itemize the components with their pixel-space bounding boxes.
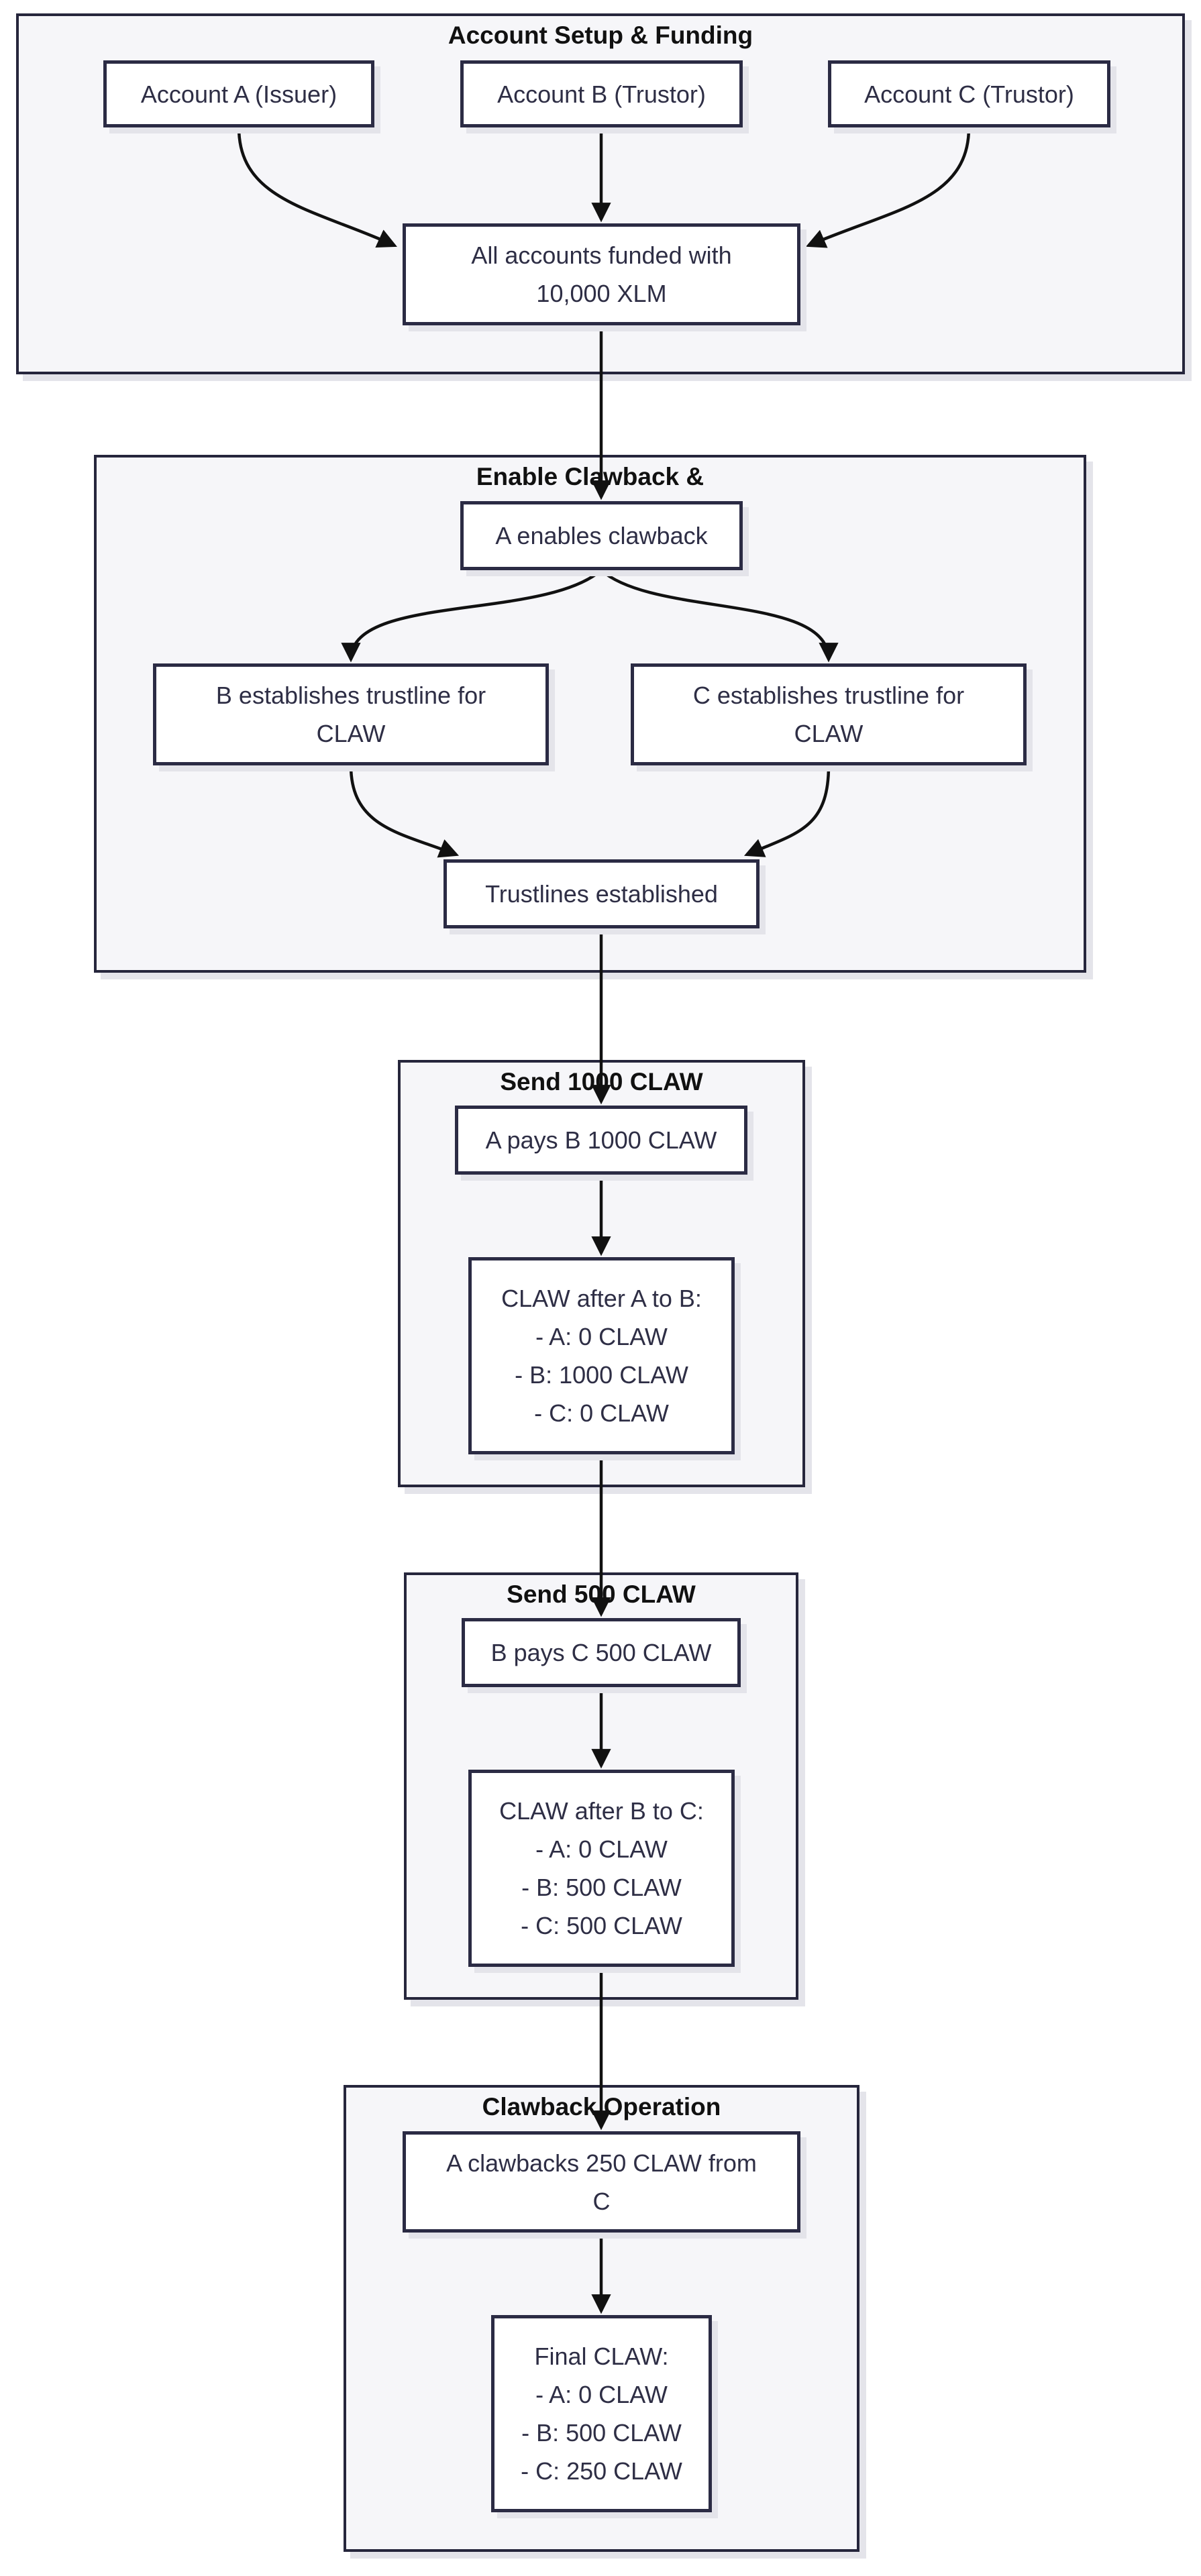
- node-account-c: Account C (Trustor): [828, 60, 1110, 127]
- node-account-a: Account A (Issuer): [103, 60, 374, 127]
- node-b-trustline-line1: B establishes trustline for: [215, 682, 486, 709]
- node-funded-line2: 10,000 XLM: [536, 280, 667, 307]
- node-clawback-op: A clawbacks 250 CLAW from C: [403, 2131, 800, 2233]
- node-after-ab-item-b: - B: 1000 CLAW: [515, 1361, 688, 1389]
- section-account-setup-title: Account Setup & Funding: [448, 21, 753, 49]
- node-after-ab-item-c: - C: 0 CLAW: [534, 1399, 669, 1427]
- node-account-c-label: Account C (Trustor): [864, 80, 1074, 108]
- node-clawback-op-line1: A clawbacks 250 CLAW from: [446, 2149, 757, 2177]
- node-pay-ab: A pays B 1000 CLAW: [455, 1106, 747, 1175]
- node-trustlines-established-label: Trustlines established: [485, 880, 718, 908]
- node-account-b-label: Account B (Trustor): [497, 80, 706, 108]
- node-funded-line1: All accounts funded with: [471, 241, 732, 269]
- node-after-bc-item-c: - C: 500 CLAW: [521, 1912, 682, 1939]
- node-c-trustline: C establishes trustline for CLAW: [631, 663, 1027, 765]
- node-enable-clawback-label: A enables clawback: [495, 522, 708, 549]
- node-account-b: Account B (Trustor): [460, 60, 743, 127]
- node-after-bc-title: CLAW after B to C:: [499, 1797, 704, 1825]
- node-b-trustline-line2: CLAW: [316, 720, 386, 747]
- node-after-ab: CLAW after A to B: - A: 0 CLAW - B: 1000…: [468, 1257, 735, 1454]
- node-after-bc-item-b: - B: 500 CLAW: [521, 1874, 682, 1901]
- node-c-trustline-line2: CLAW: [794, 720, 864, 747]
- node-final-item-c: - C: 250 CLAW: [521, 2457, 682, 2485]
- node-after-ab-title: CLAW after A to B:: [501, 1285, 702, 1312]
- node-account-a-label: Account A (Issuer): [140, 80, 337, 108]
- node-after-ab-item-a: - A: 0 CLAW: [535, 1323, 668, 1350]
- node-b-trustline: B establishes trustline for CLAW: [153, 663, 549, 765]
- section-send-500-claw-title: Send 500 CLAW: [507, 1580, 696, 1608]
- section-send-1000-claw-title: Send 1000 CLAW: [500, 1068, 703, 1095]
- node-final-title: Final CLAW:: [534, 2343, 669, 2370]
- node-pay-ab-label: A pays B 1000 CLAW: [485, 1126, 717, 1154]
- node-after-bc: CLAW after B to C: - A: 0 CLAW - B: 500 …: [468, 1770, 735, 1967]
- section-enable-clawback-title: Enable Clawback &: [476, 463, 704, 490]
- node-final-item-b: - B: 500 CLAW: [521, 2419, 682, 2447]
- node-c-trustline-line1: C establishes trustline for: [692, 682, 965, 709]
- node-clawback-op-line2: C: [592, 2187, 611, 2215]
- node-final-item-a: - A: 0 CLAW: [535, 2381, 668, 2408]
- node-after-bc-item-a: - A: 0 CLAW: [535, 1835, 668, 1863]
- node-pay-bc-label: B pays C 500 CLAW: [490, 1639, 712, 1666]
- node-pay-bc: B pays C 500 CLAW: [462, 1618, 741, 1687]
- section-clawback-operation-title: Clawback Operation: [482, 2093, 721, 2121]
- node-funded: All accounts funded with 10,000 XLM: [403, 223, 800, 325]
- node-trustlines-established: Trustlines established: [443, 859, 760, 928]
- node-enable-clawback: A enables clawback: [460, 501, 743, 570]
- node-final: Final CLAW: - A: 0 CLAW - B: 500 CLAW - …: [491, 2315, 712, 2512]
